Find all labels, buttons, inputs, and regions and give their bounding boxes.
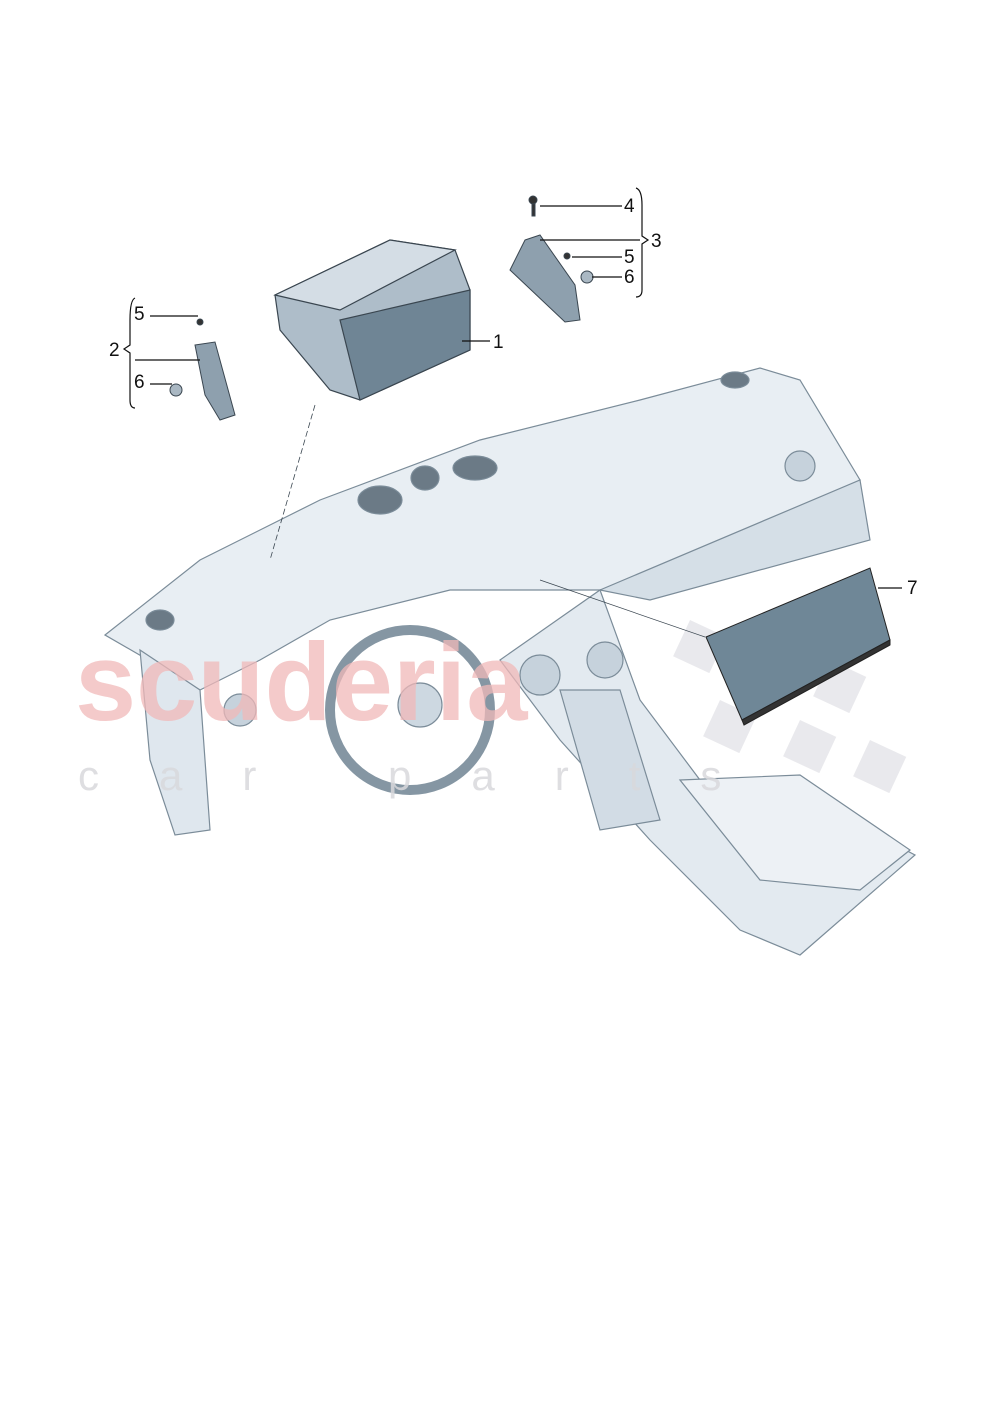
part-1-control-unit (273, 239, 471, 401)
callout-2-6[interactable]: 6 (134, 372, 145, 393)
watermark: scuderia car parts (75, 621, 781, 799)
callout-3-6[interactable]: 6 (624, 267, 635, 288)
callout-7[interactable]: 7 (907, 578, 918, 599)
callout-3[interactable]: 3 (651, 231, 662, 252)
callout-1[interactable]: 1 (493, 332, 504, 353)
part-7-display (705, 567, 891, 726)
callout-lines (122, 187, 902, 589)
part-3-bracket (509, 195, 594, 323)
watermark-text: scuderia (75, 621, 528, 744)
callout-2-5[interactable]: 5 (134, 304, 145, 325)
callout-3-4[interactable]: 4 (624, 196, 635, 217)
callout-3-5[interactable]: 5 (624, 247, 635, 268)
watermark-subtext: car parts (78, 752, 781, 799)
callout-2[interactable]: 2 (109, 340, 120, 361)
dashboard (103, 367, 917, 956)
part-2-bracket (169, 318, 236, 421)
